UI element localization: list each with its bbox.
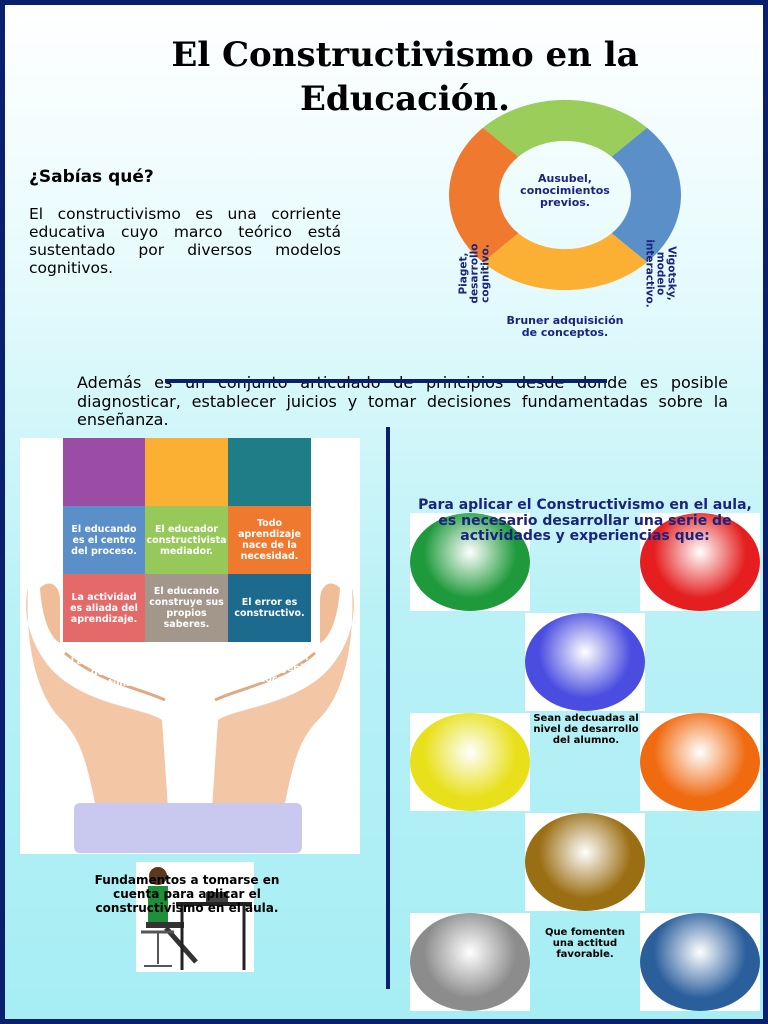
hands-illustration [26, 583, 354, 808]
note-adecuadas: Sean adecuadas al nivel de desarrollo de… [533, 713, 639, 746]
principle-cell: El educador constructivista mediador. [145, 506, 228, 574]
student-at-desk-illustration [136, 862, 254, 972]
principle-cell: La actividad es aliada del aprendizaje. [63, 574, 145, 642]
page-title: El Constructivismo en la Educación. [171, 35, 639, 119]
sabias-heading: ¿Sabías qué? [29, 167, 154, 187]
principle-cell [63, 438, 145, 506]
aplicar-heading: Para aplicar el Constructivismo en el au… [418, 497, 752, 544]
sphere-shape [410, 513, 530, 611]
principle-cell: El educando es el centro del proceso. [63, 506, 145, 574]
donut-left-label: Piaget, desarrollo cognitivo. [457, 243, 492, 304]
fundamentos-caption: Fundamentos a tomarse en cuenta para apl… [94, 873, 280, 915]
principle-cell [228, 438, 311, 506]
sphere-shape [640, 913, 760, 1011]
sphere-shape [410, 713, 530, 811]
donut-center-label: Ausubel, conocimientos previos. [520, 172, 610, 209]
horizontal-divider [165, 379, 607, 383]
principle-cell: El educando construye sus propios sabere… [145, 574, 228, 642]
sphere-yellow [410, 713, 530, 811]
principle-autoestima: La elevación de la autoestima. [70, 656, 138, 689]
principles-illustration: El educando es el centro del proceso.El … [20, 438, 360, 854]
sphere-shape [525, 613, 645, 711]
sphere-steel-blue [640, 913, 760, 1011]
donut-segment-orange [449, 127, 519, 263]
sphere-brown [525, 813, 645, 911]
sphere-orange [640, 713, 760, 811]
sphere-shape [640, 513, 760, 611]
sabias-text: El constructivismo es una corriente educ… [29, 205, 341, 277]
note-actitud: Que fomenten una actitud favorable. [544, 927, 626, 960]
sphere-shape [525, 813, 645, 911]
theorists-donut [449, 99, 681, 291]
principle-cell: Todo aprendizaje nace de la necesidad. [228, 506, 311, 574]
donut-segment-blue [611, 127, 681, 263]
principle-rol-docente: El rescate del rol primigenio del docent… [234, 652, 310, 685]
sphere-blue [525, 613, 645, 711]
sphere-shape [410, 913, 530, 1011]
sphere-shape [640, 713, 760, 811]
donut-segment-green [482, 99, 648, 157]
principles-grid: El educando es el centro del proceso.El … [63, 438, 313, 642]
principle-cell: El error es constructivo. [228, 574, 311, 642]
donut-bottom-label: Bruner adquisición de conceptos. [506, 314, 624, 339]
sphere-green [410, 513, 530, 611]
sphere-red [640, 513, 760, 611]
donut-right-label: Vigotsky, modelo interactivo. [643, 239, 678, 308]
vertical-divider [386, 427, 390, 989]
sleeve-cuff [74, 803, 302, 853]
donut-segment-yellow [482, 233, 648, 291]
sphere-gray [410, 913, 530, 1011]
principle-cell [145, 438, 228, 506]
